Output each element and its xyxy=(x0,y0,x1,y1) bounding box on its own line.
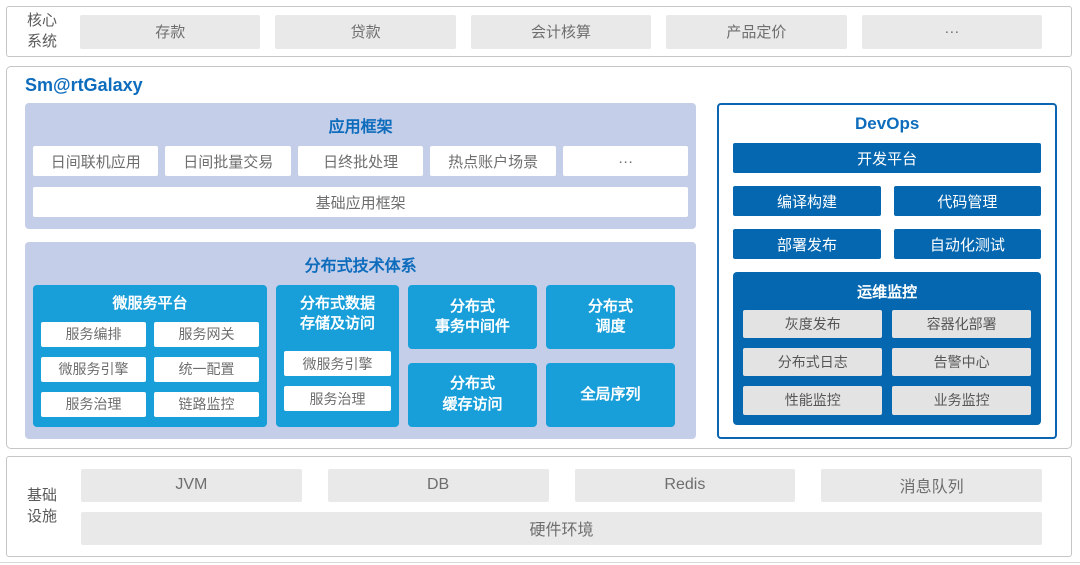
alert-center: 告警中心 xyxy=(892,348,1031,377)
ops-monitoring-panel: 运维监控 灰度发布 容器化部署 分布式日志 告警中心 性能监控 业务监控 xyxy=(733,272,1041,425)
infra-hardware-env: 硬件环境 xyxy=(81,511,1042,545)
core-systems-label-line2: 系统 xyxy=(26,32,57,50)
cache-line1: 分布式 xyxy=(449,375,495,393)
devops-panel: DevOps 开发平台 编译构建 代码管理 部署发布 自动化测试 运维监控 灰度… xyxy=(717,103,1057,439)
core-system-deposit: 存款 xyxy=(80,14,261,49)
distributed-col-3: 分布式 事务中间件 分布式 缓存访问 xyxy=(408,285,537,427)
code-mgmt-box: 代码管理 xyxy=(893,186,1041,216)
core-systems-label: 核心 系统 xyxy=(19,11,65,52)
core-system-pricing: 产品定价 xyxy=(666,14,847,49)
build-box: 编译构建 xyxy=(733,186,881,216)
scheduling-line1: 分布式 xyxy=(587,297,633,315)
dev-platform-box: 开发平台 xyxy=(733,143,1041,173)
sequence-label: 全局序列 xyxy=(580,385,641,403)
microservice-grid: 服务编排 服务网关 微服务引擎 统一配置 服务治理 链路监控 xyxy=(41,321,259,417)
distributed-storage-panel: 分布式数据 存储及访问 微服务引擎 服务治理 xyxy=(276,285,399,427)
microservice-platform-title: 微服务平台 xyxy=(112,295,188,312)
distributed-grid: 微服务平台 服务编排 服务网关 微服务引擎 统一配置 服务治理 链路监控 分布式 xyxy=(33,285,688,427)
svc-orchestration: 服务编排 xyxy=(41,321,146,347)
infrastructure-label-line1: 基础 xyxy=(26,487,57,505)
perf-monitor: 性能监控 xyxy=(743,386,883,415)
cache-line2: 缓存访问 xyxy=(442,395,503,413)
app-eod-batch: 日终批处理 xyxy=(297,146,424,176)
gray-release: 灰度发布 xyxy=(743,310,883,339)
core-system-loan: 贷款 xyxy=(275,14,456,49)
infrastructure-body: JVM DB Redis 消息队列 硬件环境 xyxy=(81,468,1042,545)
distributed-col-4: 分布式 调度 全局序列 xyxy=(546,285,675,427)
distributed-storage-title: 分布式数据 存储及访问 xyxy=(284,291,391,341)
smartgalaxy-title: Sm@rtGalaxy xyxy=(25,75,143,95)
core-systems-bar: 核心 系统 存款 贷款 会计核算 产品定价 ··· xyxy=(6,6,1072,57)
svc-config: 统一配置 xyxy=(154,356,259,382)
bottom-divider xyxy=(0,562,1080,563)
storage-title-line1: 分布式数据 xyxy=(299,295,375,312)
core-system-accounting: 会计核算 xyxy=(470,14,652,49)
svc-governance: 服务治理 xyxy=(41,391,146,417)
ops-monitoring-grid: 灰度发布 容器化部署 分布式日志 告警中心 性能监控 业务监控 xyxy=(743,310,1031,415)
scheduling-line2: 调度 xyxy=(595,317,626,335)
app-hot-account: 热点账户场景 xyxy=(430,146,556,176)
infra-redis: Redis xyxy=(574,468,796,502)
smartgalaxy-body: 应用框架 日间联机应用 日间批量交易 日终批处理 热点账户场景 ··· 基础应用… xyxy=(25,103,1057,439)
deploy-box: 部署发布 xyxy=(733,229,881,259)
distributed-transaction-box: 分布式 事务中间件 xyxy=(408,285,537,349)
devops-title: DevOps xyxy=(855,114,920,133)
distributed-title: 分布式技术体系 xyxy=(304,258,417,275)
infrastructure-bar: 基础 设施 JVM DB Redis 消息队列 硬件环境 xyxy=(6,456,1072,557)
smartgalaxy-panel: Sm@rtGalaxy 应用框架 日间联机应用 日间批量交易 日终批处理 热点账… xyxy=(6,66,1072,449)
infra-db: DB xyxy=(327,468,549,502)
global-sequence-box: 全局序列 xyxy=(546,362,675,427)
auto-test-box: 自动化测试 xyxy=(893,229,1041,259)
ops-monitoring-title: 运维监控 xyxy=(857,284,918,301)
app-framework-title: 应用框架 xyxy=(328,119,393,136)
app-base-framework: 基础应用框架 xyxy=(33,187,689,217)
infrastructure-label-line2: 设施 xyxy=(26,507,57,525)
core-system-ellipsis: ··· xyxy=(861,14,1043,49)
svc-tracing: 链路监控 xyxy=(154,391,259,417)
storage-ms-engine: 微服务引擎 xyxy=(284,351,391,376)
storage-governance: 服务治理 xyxy=(284,386,391,411)
container-deploy: 容器化部署 xyxy=(892,310,1031,339)
distributed-log: 分布式日志 xyxy=(743,348,883,377)
svc-gateway: 服务网关 xyxy=(154,321,259,347)
transaction-line1: 分布式 xyxy=(449,297,495,315)
storage-title-line2: 存储及访问 xyxy=(299,314,375,332)
infrastructure-row: JVM DB Redis 消息队列 xyxy=(81,468,1042,502)
distributed-panel: 分布式技术体系 微服务平台 服务编排 服务网关 微服务引擎 统一配置 服务治理 … xyxy=(25,242,697,439)
devops-row-1: 编译构建 代码管理 xyxy=(733,186,1041,216)
microservice-platform-panel: 微服务平台 服务编排 服务网关 微服务引擎 统一配置 服务治理 链路监控 xyxy=(33,285,267,427)
app-ellipsis: ··· xyxy=(562,146,689,176)
infrastructure-label: 基础 设施 xyxy=(19,486,65,527)
distributed-scheduling-box: 分布式 调度 xyxy=(546,285,675,349)
svc-engine: 微服务引擎 xyxy=(41,356,146,382)
galaxy-left-column: 应用框架 日间联机应用 日间批量交易 日终批处理 热点账户场景 ··· 基础应用… xyxy=(25,103,697,439)
biz-monitor: 业务监控 xyxy=(892,386,1031,415)
app-batch-trading: 日间批量交易 xyxy=(165,146,291,176)
app-online: 日间联机应用 xyxy=(33,146,159,176)
infra-jvm: JVM xyxy=(81,468,302,502)
app-framework-row: 日间联机应用 日间批量交易 日终批处理 热点账户场景 ··· xyxy=(33,146,689,176)
app-framework-panel: 应用框架 日间联机应用 日间批量交易 日终批处理 热点账户场景 ··· 基础应用… xyxy=(25,103,697,229)
transaction-line2: 事务中间件 xyxy=(434,317,510,335)
distributed-cache-box: 分布式 缓存访问 xyxy=(408,362,537,427)
devops-row-2: 部署发布 自动化测试 xyxy=(733,229,1041,259)
infra-mq: 消息队列 xyxy=(821,468,1042,502)
core-systems-label-line1: 核心 xyxy=(26,12,57,30)
